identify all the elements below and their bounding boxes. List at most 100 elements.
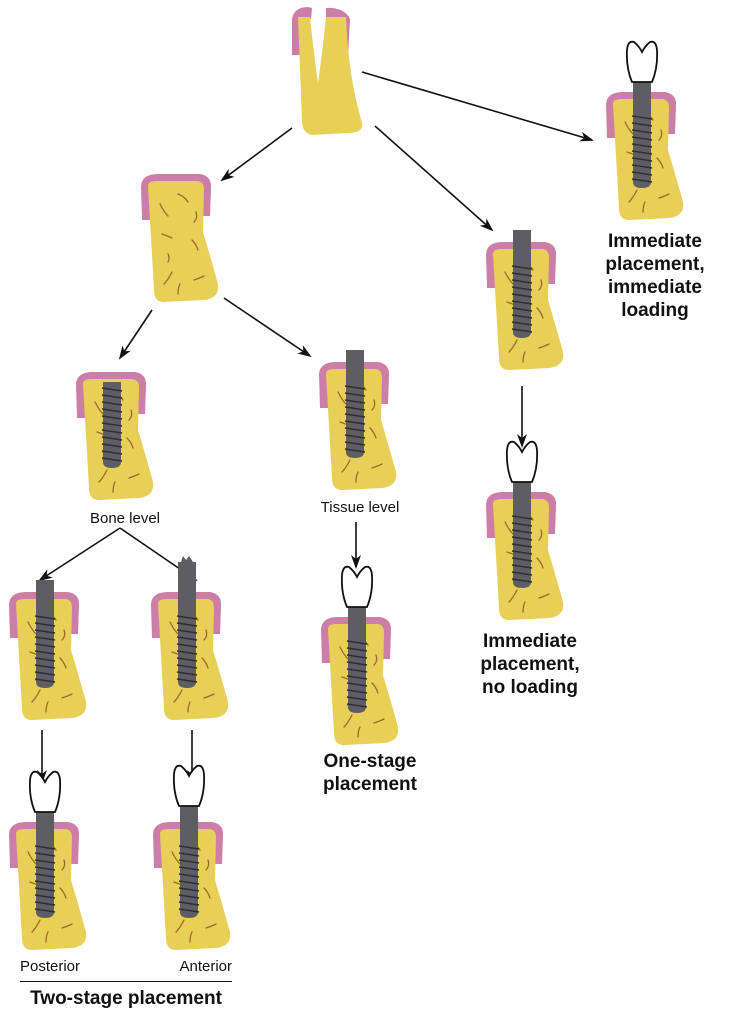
bone-fiber [538, 593, 550, 599]
implant-thread [344, 448, 366, 453]
implant-thread [178, 845, 200, 850]
bone-fiber [45, 701, 49, 713]
implant-thread [34, 894, 56, 899]
implant-thread [178, 894, 200, 899]
bone-fiber [193, 275, 205, 281]
implant-thread [631, 129, 653, 134]
implant-thread [511, 536, 533, 541]
bone-fiber [167, 253, 170, 263]
implant-thread [346, 675, 368, 680]
bone-fiber [112, 481, 116, 493]
bone-fiber [177, 283, 181, 295]
implant-thread [344, 420, 366, 425]
arrow-extraction-socket-to-healed-ridge [220, 127, 293, 182]
implant-thread [178, 873, 200, 878]
implant-thread [346, 696, 368, 701]
bone-fiber [45, 931, 49, 943]
bone-fiber [159, 203, 169, 217]
bone-fiber [538, 343, 550, 349]
bone-fiber [98, 469, 108, 483]
immediate-restored-illustration [486, 440, 564, 620]
implant-thread [101, 436, 123, 441]
bone-fiber [508, 589, 518, 603]
label-one-stage-placement: One-stage placement [323, 751, 417, 795]
implant-thread [346, 661, 368, 666]
extraction-socket-illustration [292, 7, 363, 135]
implant-body [513, 480, 531, 588]
implant-thread [176, 657, 198, 662]
implant-thread [34, 615, 56, 620]
bone-fiber [658, 193, 670, 199]
arrows [37, 71, 594, 784]
implant-thread [511, 571, 533, 576]
implant-thread [101, 415, 123, 420]
implant-thread [511, 279, 533, 284]
crown [340, 565, 374, 608]
immediate-loaded-implant-illustration [606, 40, 684, 220]
implant-thread [631, 157, 653, 162]
bone-fiber [173, 689, 183, 703]
implant-thread [176, 629, 198, 634]
bone-fiber [624, 121, 634, 135]
bone-fiber [128, 473, 140, 479]
implant-thread [511, 543, 533, 548]
implant-thread [34, 901, 56, 906]
implant-thread [631, 171, 653, 176]
bone-fiber [161, 233, 173, 239]
bone-fiber [205, 923, 217, 929]
implant-thread [34, 908, 56, 913]
implant-thread [34, 671, 56, 676]
bone-fiber [205, 859, 210, 871]
implant-thread [34, 643, 56, 648]
implant-thread [101, 429, 123, 434]
bone-fiber [187, 701, 191, 713]
bone-fiber [31, 919, 41, 933]
implant-thread [101, 387, 123, 392]
implant-thread [34, 866, 56, 871]
posterior-restored-illustration [9, 770, 87, 950]
implant-thread [34, 657, 56, 662]
bone-fiber [27, 621, 37, 635]
bone-fiber [371, 463, 383, 469]
implant-thread [631, 115, 653, 120]
bone-fiber [193, 211, 198, 223]
implant-thread [178, 887, 200, 892]
implant-thread [511, 265, 533, 270]
bone-fiber [175, 919, 185, 933]
implant-thread [34, 636, 56, 641]
bone-level-implant-illustration [76, 372, 154, 500]
bone-fiber [656, 157, 664, 169]
bone-fiber [369, 427, 377, 439]
bone-fiber [504, 521, 514, 535]
implant-thread [631, 143, 653, 148]
bone-fiber [341, 459, 351, 473]
implant-body [513, 230, 531, 338]
arrow-healed-ridge-to-bone-level-implant [118, 309, 153, 360]
crown [28, 770, 62, 813]
bone-fiber [203, 887, 211, 899]
implant-body [346, 350, 364, 458]
implant-thread [34, 880, 56, 885]
implant-thread [34, 664, 56, 669]
implant-thread [511, 293, 533, 298]
implant-body [633, 80, 651, 188]
implant-thread [176, 650, 198, 655]
bone-fiber [536, 557, 544, 569]
implant-thread [631, 178, 653, 183]
implant-thread [101, 457, 123, 462]
crown [625, 40, 659, 83]
label-bone-level: Bone level [89, 510, 161, 527]
implant-thread [346, 654, 368, 659]
implant-thread [34, 622, 56, 627]
implant-thread [346, 640, 368, 645]
implant-thread [344, 427, 366, 432]
implant-thread [34, 650, 56, 655]
implant-thread [344, 406, 366, 411]
label-immediate-no-loading: Immediate placement, no loading [480, 631, 580, 698]
bone-fiber [337, 391, 347, 405]
implant-body [348, 605, 366, 713]
bone-fiber [357, 726, 361, 738]
bone-fiber [373, 654, 378, 666]
implant-thread [346, 682, 368, 687]
